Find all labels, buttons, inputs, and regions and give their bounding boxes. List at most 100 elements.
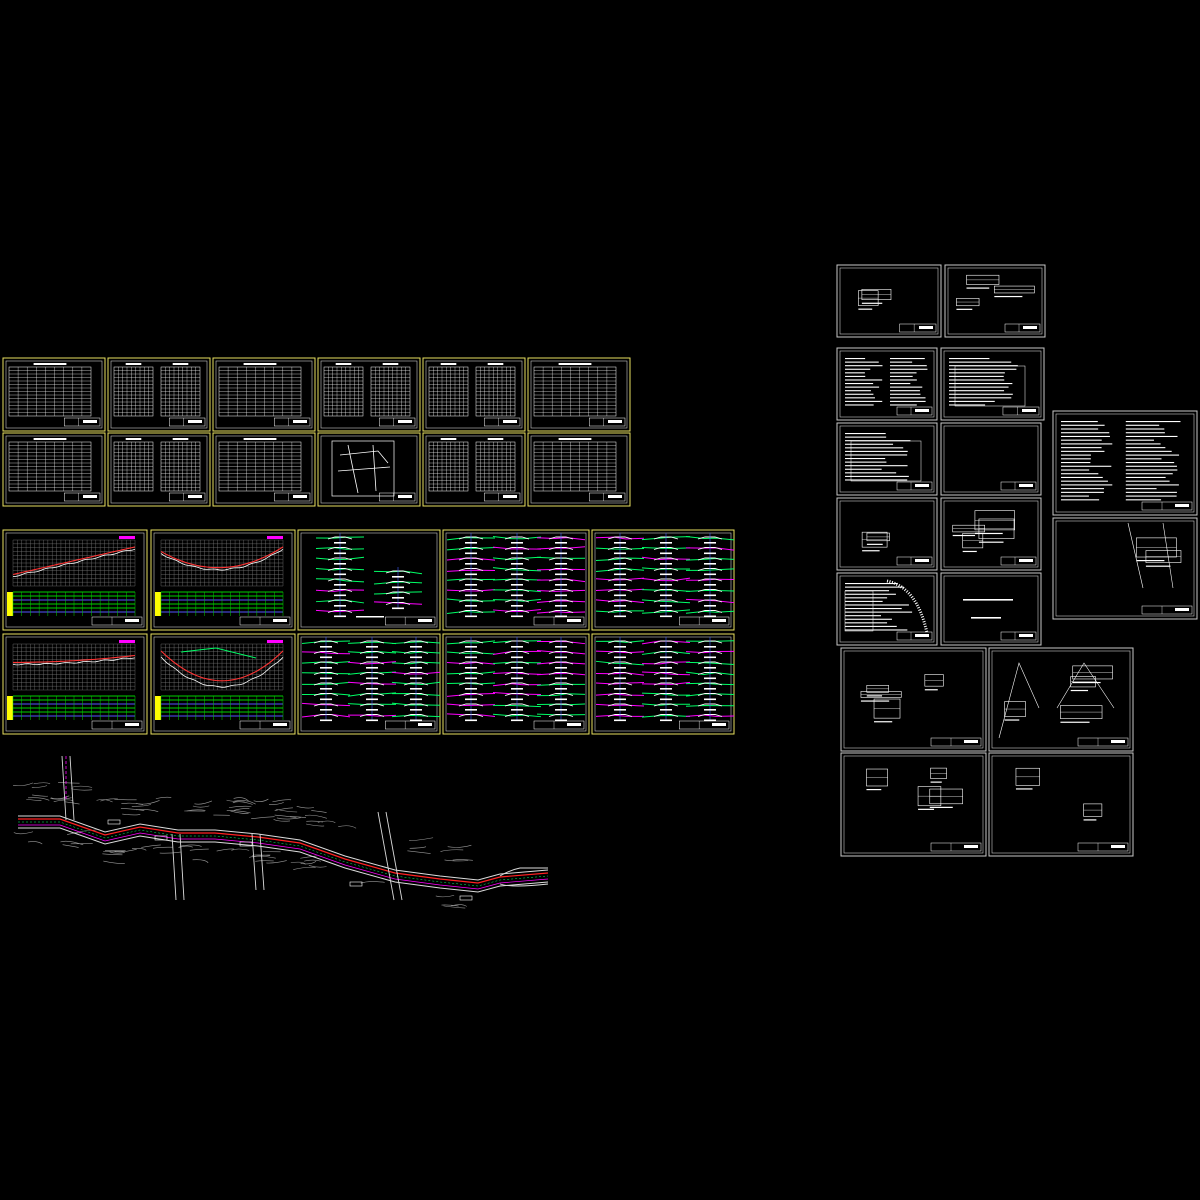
detail-sheet[interactable] [836,422,938,496]
cross-section-sheet[interactable] [442,633,590,735]
sheet-text [1061,435,1110,438]
terrain-contour [266,860,287,864]
station-label [614,646,626,648]
sheet-text [866,543,883,545]
table-sheet[interactable] [527,357,631,432]
station-label [334,615,346,618]
table-sheet[interactable] [2,432,106,507]
cross-section-sheet[interactable] [591,633,735,735]
title-block [899,323,937,333]
plan-label-box [349,881,363,887]
sheet-text [890,365,927,367]
terrain-contour [451,904,468,907]
station-label [511,667,523,669]
station-label [511,552,523,555]
sheet-text [845,622,888,624]
profile-sheet[interactable] [150,529,296,631]
sheet-text [845,375,866,377]
detail-sheet[interactable] [836,572,938,646]
table-sheet[interactable] [317,357,421,432]
detail-sheet[interactable] [988,647,1134,752]
table-sheet[interactable] [527,432,631,507]
sheet-text [974,532,1003,535]
station-label [366,646,378,648]
table-sheet[interactable] [422,357,526,432]
cross-section-sheet[interactable] [442,529,590,631]
terrain-contour [409,837,434,841]
title-block [1077,842,1129,852]
cross-section-sheet[interactable] [297,529,441,631]
detail-sheet[interactable] [836,497,938,571]
terrain-contour [447,844,472,848]
cross-section-sheet[interactable] [297,633,441,735]
detail-sheet[interactable] [944,264,1046,338]
station-label [366,688,378,690]
table-sheet[interactable] [212,432,316,507]
table-sheet[interactable] [422,432,526,507]
profile-sheet[interactable] [2,633,148,735]
road-plan-view[interactable] [13,755,549,909]
cross-section-sheets [297,529,735,735]
station-label [614,719,626,722]
sheet-text [845,590,890,592]
sheet-text [966,287,990,289]
junction-east [499,867,549,887]
table-sheet[interactable] [107,432,211,507]
sheet-text [845,436,887,438]
table-sheet[interactable] [212,357,316,432]
sheet-text [845,604,909,606]
sheet-text [1125,480,1170,482]
station-label [465,656,477,659]
detail-sheet[interactable] [940,347,1045,421]
detail-sheet[interactable] [988,752,1134,857]
title-block [91,720,143,730]
terrain-contour [62,844,79,848]
detail-sheet[interactable] [1052,410,1198,516]
sheet-text [1061,488,1105,490]
sheet-text [1061,465,1112,467]
sheet-text [1125,484,1179,486]
station-label [511,688,523,690]
sheet-text [978,541,1004,543]
station-label [660,698,672,701]
table-sheet[interactable] [2,357,106,432]
station-label [334,552,346,555]
detail-sheet[interactable] [940,422,1042,496]
detail-sheet[interactable] [940,497,1042,571]
table-sheet[interactable] [317,432,421,507]
title-block [1077,737,1129,747]
station-label [465,594,477,597]
cross-street [385,811,403,901]
profile-sheet[interactable] [150,633,296,735]
sheet-text [845,358,866,360]
sheet-text [1125,491,1177,493]
terrain-contour [33,782,51,785]
station-label [704,563,716,565]
terrain-contour [228,805,252,808]
sheet-text [890,400,926,402]
table-sheet[interactable] [107,357,211,432]
sheet-text [1004,719,1020,721]
detail-sheet[interactable] [1052,517,1198,620]
cross-street [179,833,185,901]
station-label [511,615,523,618]
terrain-contour [192,805,210,808]
title-block [379,417,416,427]
detail-sheet[interactable] [940,572,1042,646]
detail-sheet[interactable] [840,752,987,857]
sheet-text [949,390,1005,392]
detail-sheet[interactable] [836,264,942,338]
road-edge-south [18,827,549,893]
title-block [169,492,206,502]
profile-sheet[interactable] [2,529,148,631]
station-label [392,586,404,589]
title-block [239,720,291,730]
ground-line [160,650,284,682]
station-label [660,573,672,576]
detail-sheet[interactable] [840,647,987,752]
sheet-text [845,447,904,449]
detail-sheet[interactable] [836,347,938,421]
cross-section-sheet[interactable] [591,529,735,631]
station-label [320,677,332,680]
